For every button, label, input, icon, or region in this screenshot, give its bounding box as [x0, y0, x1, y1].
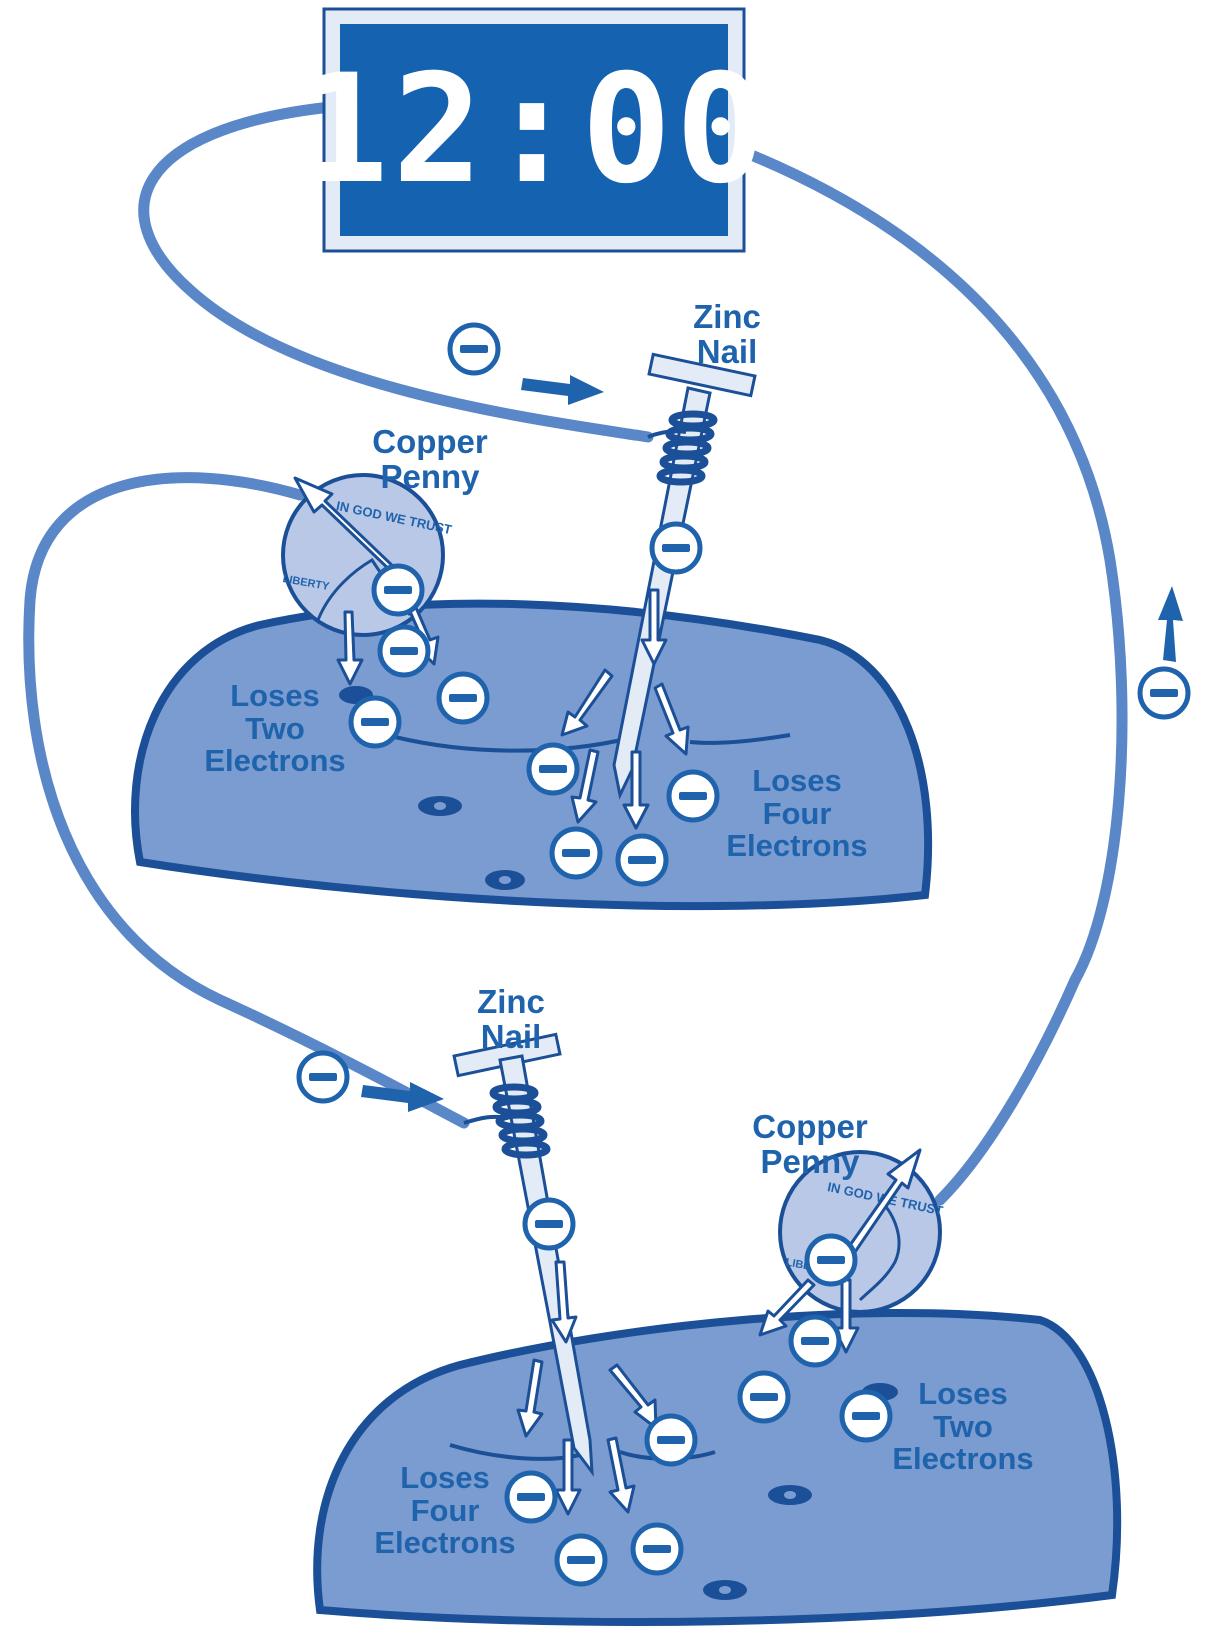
label-zinc-nail-bottom: Zinc Nail [477, 983, 545, 1055]
clock-time: 12:00 [298, 43, 770, 217]
electron-icon [371, 563, 425, 617]
electron-icon [447, 322, 501, 376]
arrow-down [550, 1260, 578, 1344]
arrow-down [622, 750, 650, 830]
arrow-top-penny-out [293, 476, 400, 577]
wire-top-penny-to-bottom-nail [23, 472, 470, 1129]
arrow-down [560, 668, 614, 737]
electron-icon [522, 1197, 576, 1251]
electron-icon [526, 742, 580, 796]
arrow-bottom-penny-out [846, 1148, 922, 1254]
electron-icon [348, 695, 402, 749]
arrow-down [606, 1436, 636, 1514]
wires [23, 102, 1128, 1206]
electron-icon [737, 1370, 791, 1424]
arrow-down [758, 1278, 816, 1337]
blue-arrows [361, 375, 1183, 1112]
electron-icon [1137, 666, 1191, 720]
electron-icon [436, 671, 490, 725]
zinc-nail-top [612, 352, 757, 800]
electron-icon [504, 1470, 558, 1524]
label-top-nail-loses-four: Loses Four Electrons [726, 763, 868, 864]
wire-display-to-top-nail [138, 102, 654, 443]
electron-icon [804, 1233, 858, 1287]
arrow-down [336, 610, 364, 686]
label-bottom-penny-loses-two: Loses Two Electrons [892, 1376, 1034, 1477]
label-bottom-nail-loses-four: Loses Four Electrons [374, 1460, 516, 1561]
label-copper-penny-bottom: Copper Penny [752, 1108, 868, 1180]
digital-clock-display [322, 7, 746, 253]
electron-icon [615, 833, 669, 887]
arrow-down [640, 588, 668, 666]
electron-icon [788, 1314, 842, 1368]
electron-icon [839, 1389, 893, 1443]
electron-icon [644, 1413, 698, 1467]
zinc-nail-bottom [452, 1032, 594, 1477]
electron-icon [377, 624, 431, 678]
flow-arrow-right [521, 375, 604, 405]
arrow-down [516, 1358, 544, 1438]
arrow-down [554, 1438, 582, 1516]
label-copper-penny-top: Copper Penny [372, 423, 488, 495]
potato-bottom [313, 1308, 1122, 1626]
label-top-penny-loses-two: Loses Two Electrons [204, 678, 346, 779]
clock-readout-box: 12:00 [298, 9, 770, 251]
arrow-down [570, 748, 600, 824]
electron-icon [554, 1533, 608, 1587]
electron-icon [666, 769, 720, 823]
electron-icon [549, 826, 603, 880]
flow-arrow-up [1158, 586, 1183, 662]
electron-icon [630, 1522, 684, 1576]
wire-display-to-bottom-penny [738, 146, 1128, 1206]
label-zinc-nail-top: Zinc Nail [693, 298, 761, 370]
electron-icon [296, 1050, 350, 1104]
electron-icon [649, 521, 703, 575]
arrow-down [653, 682, 690, 756]
electrons [296, 322, 1191, 1587]
arrow-down [608, 1363, 658, 1430]
flow-arrow-right [361, 1082, 444, 1112]
